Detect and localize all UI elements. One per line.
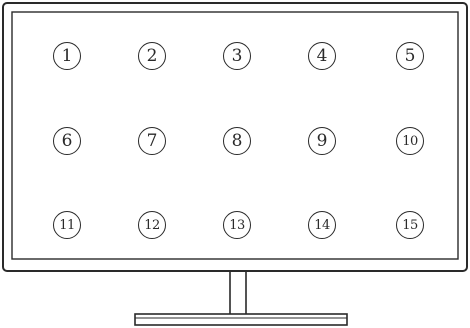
grid-cell-2: 2: [132, 36, 172, 76]
circled-number-12: 12: [138, 211, 166, 239]
grid-cell-15: 15: [390, 205, 430, 245]
circled-number-7: 7: [138, 127, 166, 155]
grid-cell-4: 4: [302, 36, 342, 76]
grid-cell-6: 6: [47, 121, 87, 161]
grid-cell-3: 3: [217, 36, 257, 76]
circled-number-11: 11: [53, 211, 81, 239]
circled-number-8: 8: [223, 127, 251, 155]
circled-number-4: 4: [308, 42, 336, 70]
circled-number-13: 13: [223, 211, 251, 239]
grid-cell-1: 1: [47, 36, 87, 76]
circled-number-1: 1: [53, 42, 81, 70]
grid-cell-5: 5: [390, 36, 430, 76]
circled-number-14: 14: [308, 211, 336, 239]
grid-cell-8: 8: [217, 121, 257, 161]
circled-number-9: 9: [308, 127, 336, 155]
grid-cell-9: 9: [302, 121, 342, 161]
circled-number-10: 10: [396, 127, 424, 155]
grid-cell-10: 10: [390, 121, 430, 161]
circled-number-5: 5: [396, 42, 424, 70]
circled-number-3: 3: [223, 42, 251, 70]
stand-base: [135, 314, 347, 325]
grid-cell-7: 7: [132, 121, 172, 161]
grid-cell-13: 13: [217, 205, 257, 245]
circled-number-2: 2: [138, 42, 166, 70]
grid-cell-12: 12: [132, 205, 172, 245]
grid-cell-14: 14: [302, 205, 342, 245]
grid-cell-11: 11: [47, 205, 87, 245]
circled-number-15: 15: [396, 211, 424, 239]
circled-number-6: 6: [53, 127, 81, 155]
